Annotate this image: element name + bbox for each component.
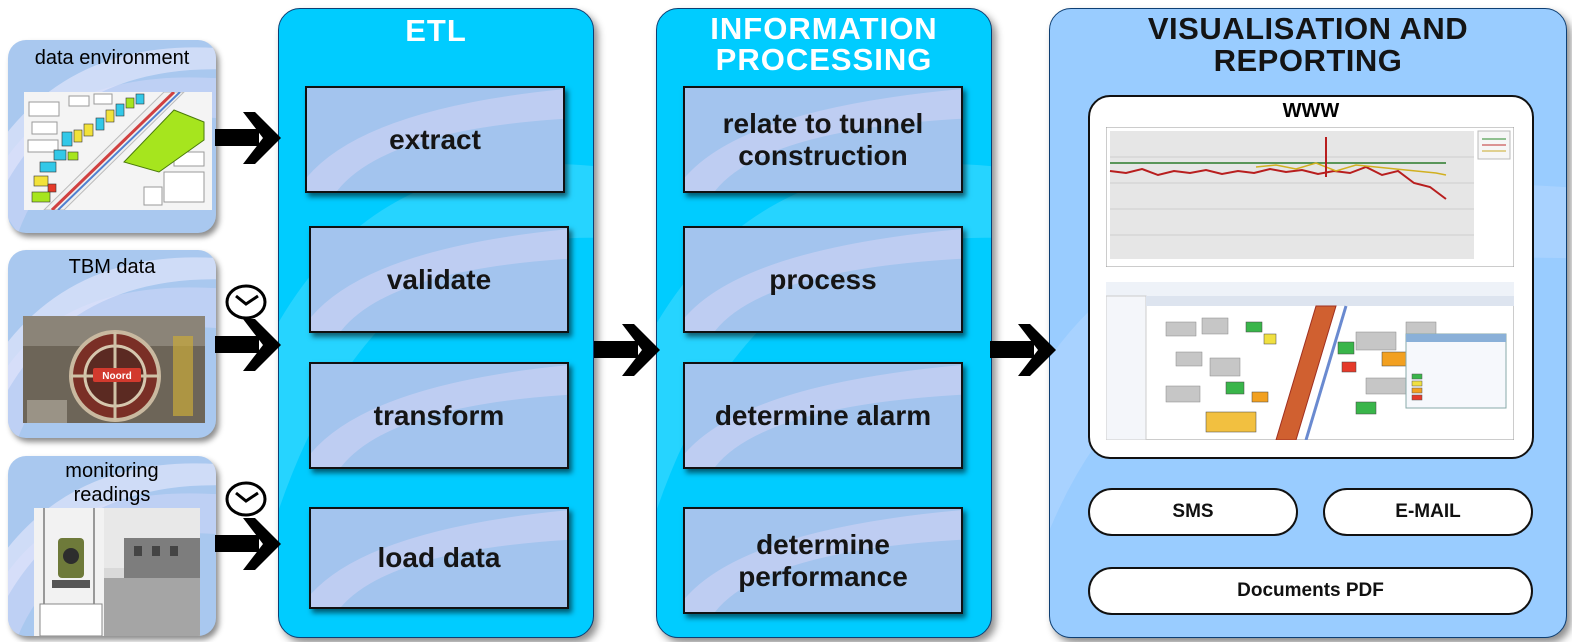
step-label: determine alarm <box>714 399 932 431</box>
monitoring-photo <box>34 508 200 636</box>
source-tbm-data: TBM data Noord <box>8 250 216 438</box>
arrow-right-icon <box>215 319 281 371</box>
chart-screenshot <box>1106 127 1514 267</box>
swirl-decoration <box>685 89 961 191</box>
www-panel: WWW <box>1088 95 1534 459</box>
source-monitoring-readings: monitoring readings <box>8 456 216 636</box>
source-label: TBM data <box>68 256 156 278</box>
swirl-decoration <box>685 365 961 467</box>
clock-icon <box>225 284 267 320</box>
swirl-decoration <box>685 229 961 331</box>
swirl-decoration <box>307 89 563 191</box>
etl-step-transform: transform <box>309 362 569 469</box>
visualisation-title: VISUALISATION AND REPORTING <box>1147 11 1469 78</box>
step-label: transform <box>373 399 505 431</box>
email-button[interactable]: E-MAIL <box>1323 488 1533 536</box>
swirl-decoration <box>311 229 567 331</box>
step-label: extract <box>389 123 481 155</box>
etl-step-validate: validate <box>309 226 569 333</box>
swirl-decoration <box>685 510 961 612</box>
etl-step-load-data: load data <box>309 507 569 609</box>
clock-icon <box>225 481 267 517</box>
swirl-decoration <box>311 365 567 467</box>
map-screenshot <box>1106 282 1514 440</box>
arrow-right-icon <box>594 324 660 376</box>
www-label: WWW <box>1282 100 1340 122</box>
tbm-photo: Noord <box>23 316 205 423</box>
arrow-right-icon <box>215 112 281 164</box>
source-label: data environment <box>34 47 190 69</box>
source-data-environment: data environment <box>8 40 216 233</box>
sms-button[interactable]: SMS <box>1088 488 1298 536</box>
documents-pdf-button[interactable]: Documents PDF <box>1088 567 1533 615</box>
processing-title: INFORMATION PROCESSING <box>710 11 938 77</box>
etl-step-extract: extract <box>305 86 565 193</box>
processing-step-process: process <box>683 226 963 333</box>
step-label: load data <box>377 542 501 573</box>
arrow-right-icon <box>215 518 281 570</box>
tbm-logo-text: Noord <box>102 371 131 382</box>
step-label: validate <box>386 263 492 295</box>
arrow-right-icon <box>990 324 1056 376</box>
source-label: monitoring readings <box>65 460 159 506</box>
map-image <box>24 92 212 210</box>
processing-step-determine-alarm: determine alarm <box>683 362 963 469</box>
etl-title: ETL <box>405 13 467 48</box>
swirl-decoration <box>311 510 567 607</box>
step-label: process <box>769 263 877 295</box>
